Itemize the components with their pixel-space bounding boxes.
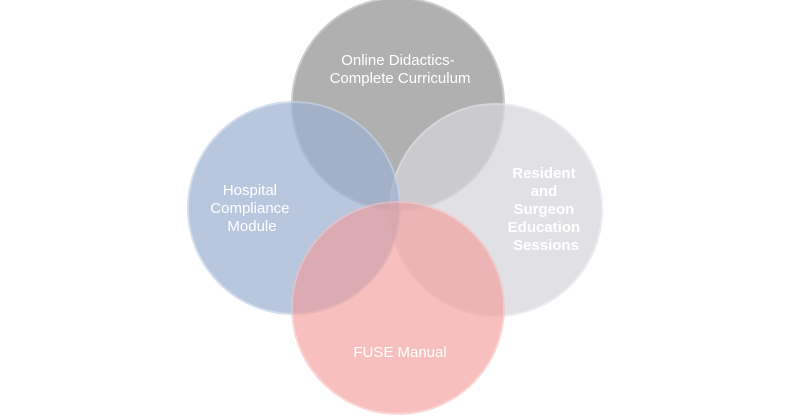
circle-fuse-manual xyxy=(291,201,505,415)
label-resident-line-5: Sessions xyxy=(513,237,579,254)
label-online-line-2: Complete Curriculum xyxy=(330,70,471,87)
label-hospital-line-1: Hospital xyxy=(223,182,277,199)
label-resident-surgeon: Resident and Surgeon Education Sessions xyxy=(508,165,585,254)
label-online-didactics: Online Didactics- Complete Curriculum xyxy=(330,52,471,87)
label-fuse-manual: FUSE Manual xyxy=(353,344,446,361)
label-online-line-1: Online Didactics- xyxy=(341,52,454,69)
label-resident-line-3: Surgeon xyxy=(513,201,574,218)
label-resident-line-2: and xyxy=(531,183,558,200)
label-hospital-line-2: Compliance xyxy=(210,200,289,217)
label-hospital-compliance: Hospital Compliance Module xyxy=(210,182,293,235)
label-resident-line-4: Education xyxy=(508,219,581,236)
label-fuse-line-1: FUSE Manual xyxy=(353,344,446,361)
label-resident-line-1: Resident xyxy=(512,165,575,182)
label-hospital-line-3: Module xyxy=(227,218,276,235)
venn-labels: Online Didactics- Complete Curriculum Re… xyxy=(210,52,585,361)
venn-circles xyxy=(187,0,603,415)
